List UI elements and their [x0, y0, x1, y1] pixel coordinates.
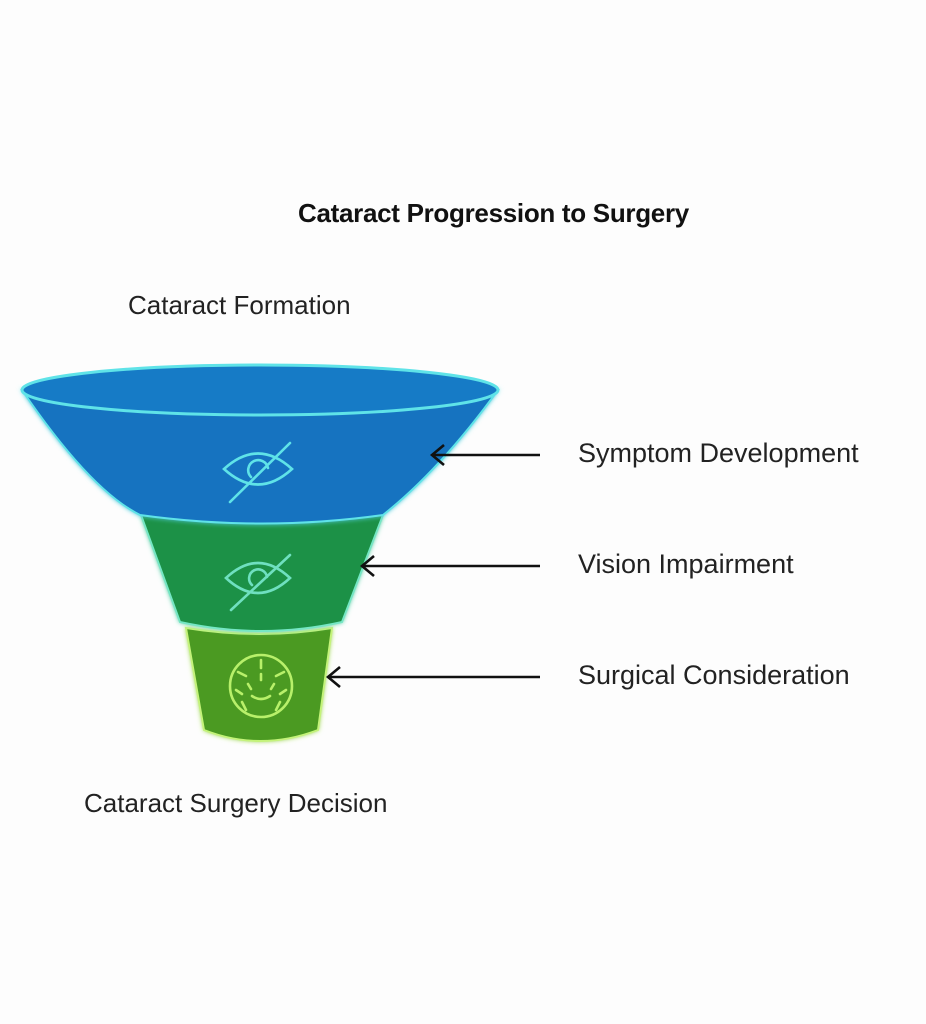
funnel-bottom-label: Cataract Surgery Decision [84, 788, 388, 818]
funnel-top-label: Cataract Formation [128, 290, 351, 320]
stage-label-surgical-consideration: Surgical Consideration [578, 660, 850, 690]
diagram-title: Cataract Progression to Surgery [298, 198, 689, 228]
dashed-face-circle-icon [228, 653, 294, 719]
arrow-symptom-development [429, 444, 540, 466]
eye-slash-icon [222, 441, 294, 504]
stage-label-vision-impairment: Vision Impairment [578, 549, 794, 579]
stage-label-symptom-development: Symptom Development [578, 438, 859, 468]
arrow-vision-impairment [359, 555, 540, 577]
eye-slash-icon [224, 553, 292, 612]
funnel-stage-surgical-consideration [184, 626, 334, 742]
arrow-surgical-consideration [325, 666, 540, 688]
funnel-stage-vision-impairment [139, 513, 385, 632]
funnel-stage-symptom-development [20, 363, 500, 525]
